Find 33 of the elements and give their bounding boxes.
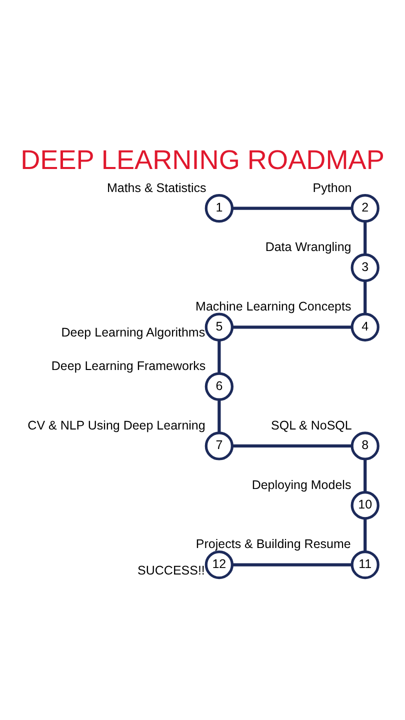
connector: [232, 562, 352, 566]
connector: [364, 518, 367, 552]
node-circle: 3: [350, 252, 380, 282]
connector: [218, 340, 221, 373]
node-label: SUCCESS!!: [138, 562, 205, 577]
connector: [232, 444, 352, 448]
connector: [364, 280, 367, 314]
connector: [218, 399, 221, 432]
node-label: Deep Learning Algorithms: [61, 325, 206, 340]
node-circle: 8: [350, 431, 380, 460]
node-label: Data Wrangling: [265, 240, 352, 254]
node-circle: 5: [204, 312, 234, 341]
node-label: Maths & Statistics: [106, 180, 206, 194]
node-label: Deep Learning Frameworks: [51, 358, 206, 372]
node-circle: 2: [350, 193, 380, 222]
node-label: SQL & NoSQL: [271, 418, 352, 432]
node-circle: 12: [204, 550, 234, 579]
node-circle: 1: [204, 193, 234, 222]
diagram-title: DEEP LEARNING ROADMAP: [20, 144, 384, 175]
connector: [232, 206, 352, 210]
node-circle: 7: [204, 431, 234, 460]
node-label: Deploying Models: [252, 477, 352, 492]
node-label: CV & NLP Using Deep Learning: [28, 418, 206, 432]
node-label: Machine Learning Concepts: [196, 299, 352, 314]
connector: [364, 458, 367, 492]
node-label: Python: [312, 180, 352, 194]
node-circle: 10: [350, 490, 380, 520]
node-circle: 4: [350, 312, 380, 341]
node-label: Projects & Building Resume: [196, 536, 351, 551]
connector: [232, 325, 352, 328]
node-circle: 6: [204, 372, 234, 400]
connector: [364, 221, 367, 254]
node-circle: 11: [350, 550, 380, 579]
